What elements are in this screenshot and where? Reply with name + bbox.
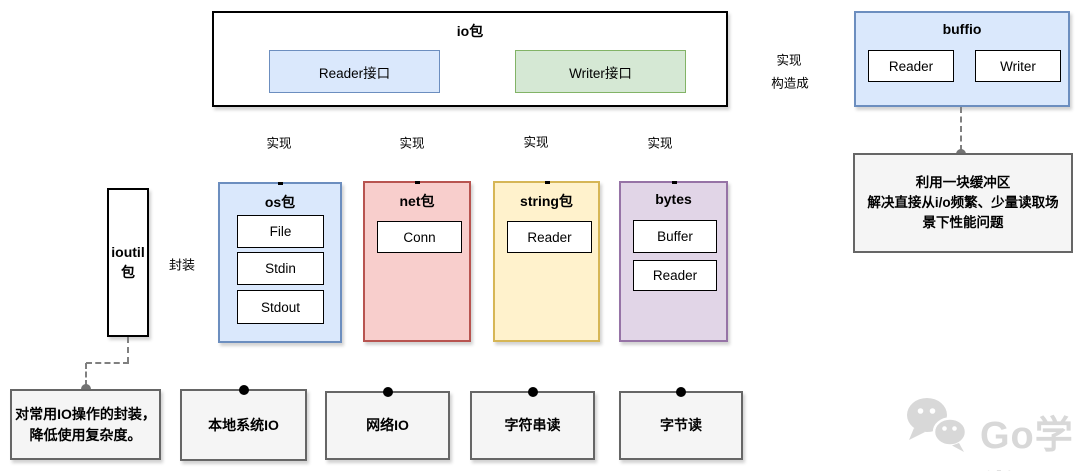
os-file-box: File	[237, 215, 324, 248]
os-stdout-label: Stdout	[260, 299, 301, 315]
buffio-package-box: buffio Reader Writer	[854, 11, 1070, 107]
os-stdin-box: Stdin	[237, 252, 324, 285]
buffio-writer-box: Writer	[975, 50, 1061, 82]
io-package-box: io包 Reader接口 Writer接口	[212, 11, 728, 107]
net-package-title: net包	[399, 193, 435, 209]
writer-interface-box: Writer接口	[515, 50, 686, 93]
bytes-reader-label: Reader	[652, 268, 698, 283]
edge-label-implement-buffio: 实现	[774, 49, 804, 69]
wechat-icon	[907, 398, 968, 452]
string-reader-label: Reader	[527, 229, 572, 245]
os-connector-tick	[278, 182, 283, 185]
edge-label-wrap: 封装	[166, 254, 198, 274]
edge-label-implement-bytes: 实现	[645, 132, 675, 152]
ioutil-note-connector-h	[86, 362, 129, 364]
bytes-package-box: bytes Buffer Reader	[619, 181, 728, 342]
ioutil-title-line2: 包	[121, 263, 135, 280]
edge-label-implement-net: 实现	[397, 132, 427, 152]
os-package-box: os包 File Stdin Stdout	[218, 182, 342, 343]
brand-watermark: Go学堂	[980, 415, 1074, 471]
io-package-title: io包	[456, 23, 484, 39]
buffio-note: 利用一块缓冲区 解决直接从i/o频繁、少量读取场 景下性能问题	[853, 153, 1073, 253]
os-package-title: os包	[264, 194, 296, 210]
bytes-connector-tick	[672, 181, 677, 184]
bytes-buffer-label: Buffer	[657, 229, 693, 244]
ioutil-note-connector-v2	[85, 363, 87, 386]
os-stdout-box: Stdout	[237, 290, 324, 324]
buffio-note-connector	[960, 107, 962, 151]
ioutil-title-line1: ioutil	[111, 243, 145, 260]
net-conn-label: Conn	[403, 229, 436, 245]
edge-label-implement-os: 实现	[264, 132, 294, 152]
os-note-connector-dot	[239, 385, 249, 395]
os-file-label: File	[269, 224, 292, 239]
writer-interface-label: Writer接口	[569, 65, 632, 81]
net-note-connector-dot	[383, 387, 393, 397]
buffio-reader-box: Reader	[868, 50, 954, 82]
os-note: 本地系统IO	[180, 389, 307, 461]
reader-interface-box: Reader接口	[269, 50, 440, 93]
net-conn-box: Conn	[377, 221, 462, 253]
os-stdin-label: Stdin	[265, 261, 296, 276]
string-connector-tick	[545, 181, 550, 184]
ioutil-note: 对常用IO操作的封装， 降低使用复杂度。	[10, 389, 161, 460]
reader-interface-label: Reader接口	[318, 65, 391, 81]
string-package-title: string包	[520, 193, 573, 209]
buffio-reader-label: Reader	[888, 58, 934, 74]
bytes-reader-box: Reader	[633, 260, 717, 291]
buffio-writer-label: Writer	[1000, 58, 1036, 74]
string-package-box: string包 Reader	[493, 181, 600, 342]
bytes-note-connector-dot	[676, 387, 686, 397]
net-note: 网络IO	[325, 391, 450, 460]
string-reader-box: Reader	[507, 221, 592, 253]
net-package-box: net包 Conn	[363, 181, 471, 342]
string-note: 字符串读	[470, 391, 595, 460]
bytes-note: 字节读	[619, 391, 743, 460]
buffio-package-title: buffio	[942, 21, 982, 37]
bytes-buffer-box: Buffer	[633, 220, 717, 253]
bytes-package-title: bytes	[655, 191, 692, 207]
net-connector-tick	[415, 181, 420, 184]
edge-label-implement-string: 实现	[521, 131, 551, 151]
ioutil-package-box: ioutil 包	[107, 188, 149, 337]
edge-label-construct-buffio: 构造成	[769, 72, 811, 92]
ioutil-note-connector-v1	[127, 337, 129, 363]
string-note-connector-dot	[528, 387, 538, 397]
